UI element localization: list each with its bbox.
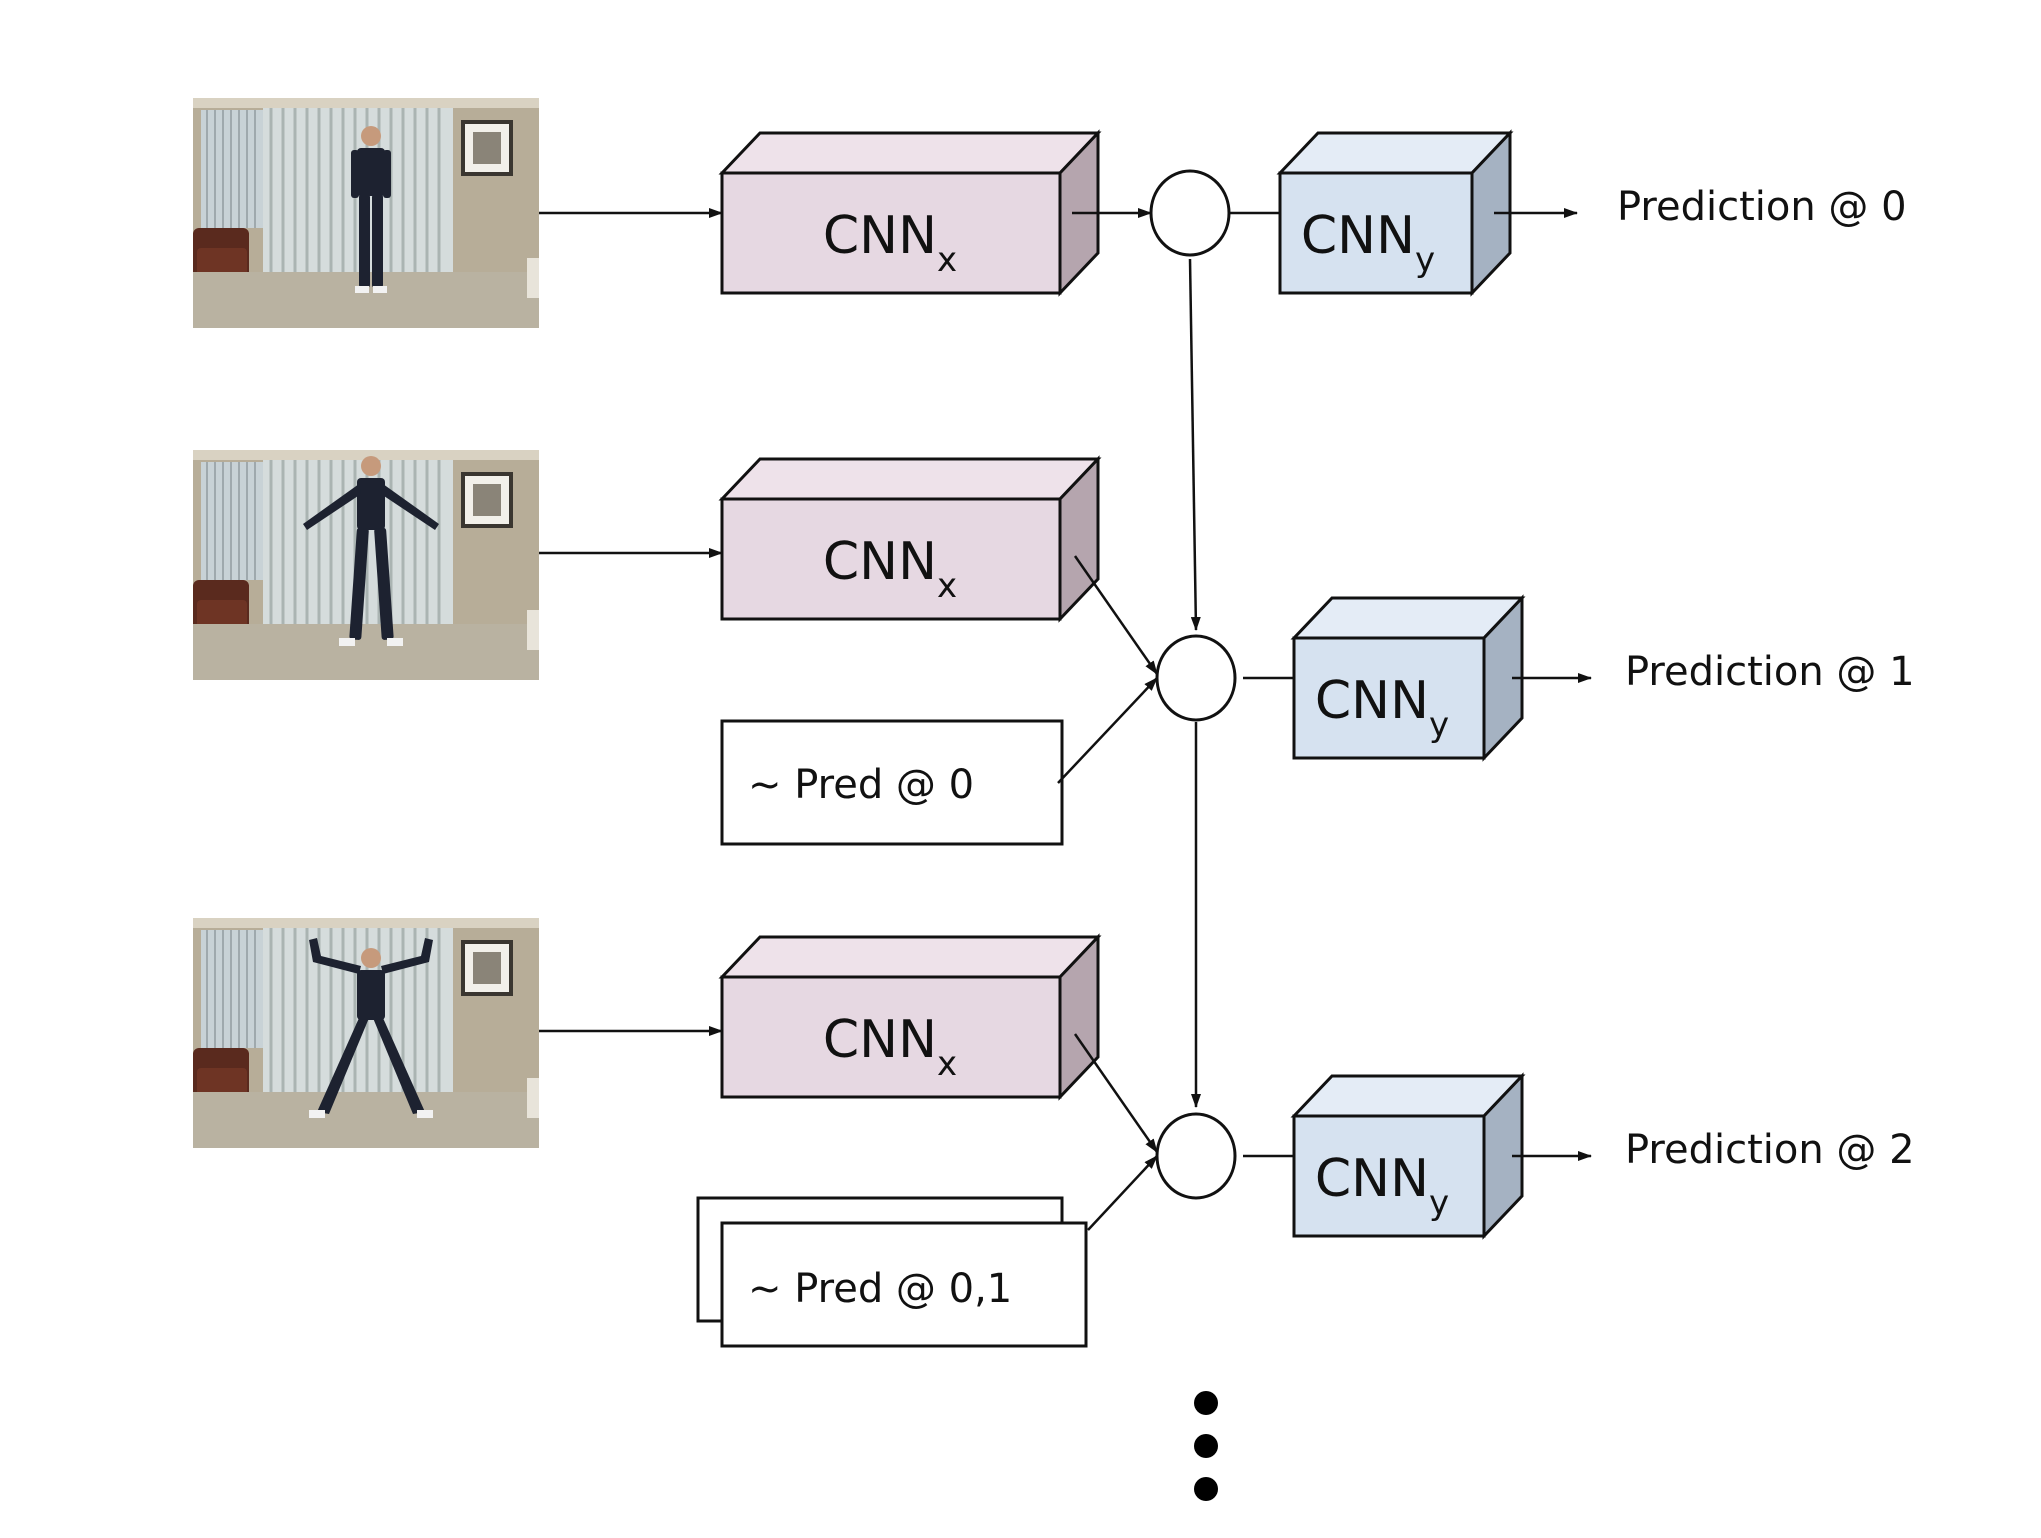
ellipsis-dots <box>1194 1391 1218 1501</box>
cnn-x-label: CNNx <box>823 1010 957 1084</box>
prediction-label-0: Prediction @ 0 <box>1617 184 1907 230</box>
previous-prediction-box-0: ~ Pred @ 0 <box>720 719 1064 846</box>
cnn-x-label: CNNx <box>823 532 957 606</box>
arrow-pred01-to-node2 <box>1087 1155 1158 1231</box>
cnn-y-block-0: CNNy <box>1276 129 1514 297</box>
merge-node-1 <box>1155 634 1237 722</box>
cnn-y-block-1: CNNy <box>1290 594 1526 762</box>
prediction-label-2: Prediction @ 2 <box>1625 1127 1915 1173</box>
video-frame-1 <box>191 448 541 682</box>
recurrent-arrow-0-to-1 <box>1188 258 1201 631</box>
cnn-x-label: CNNx <box>823 206 957 280</box>
cnn-x-block-1: CNNx <box>718 455 1102 623</box>
merge-node-2 <box>1155 1112 1237 1200</box>
previous-prediction-label-1: ~ Pred @ 0,1 <box>748 1266 1012 1312</box>
prediction-label-1: Prediction @ 1 <box>1625 649 1915 695</box>
merge-node-0 <box>1149 169 1231 257</box>
cnn-x-block-0: CNNx <box>718 129 1102 297</box>
person-arms-out <box>303 456 439 646</box>
video-frame-2 <box>191 916 541 1150</box>
arrow-pred0-to-node1 <box>1057 677 1158 784</box>
arrow-cnnx2-to-node2 <box>1073 1033 1159 1153</box>
cnn-y-block-2: CNNy <box>1290 1072 1526 1240</box>
video-frame-0 <box>191 96 541 330</box>
cnn-x-block-2: CNNx <box>718 933 1102 1101</box>
cnn-y-label: CNNy <box>1315 1149 1449 1223</box>
person-standing <box>351 126 391 293</box>
cnn-y-label: CNNy <box>1301 206 1435 280</box>
cnn-y-label: CNNy <box>1315 671 1449 745</box>
previous-prediction-box-1: ~ Pred @ 0,1 <box>696 1196 1088 1348</box>
arrow-cnnx1-to-node1 <box>1073 555 1159 675</box>
previous-prediction-label-0: ~ Pred @ 0 <box>748 762 974 808</box>
person-jumping-jack <box>309 938 433 1118</box>
